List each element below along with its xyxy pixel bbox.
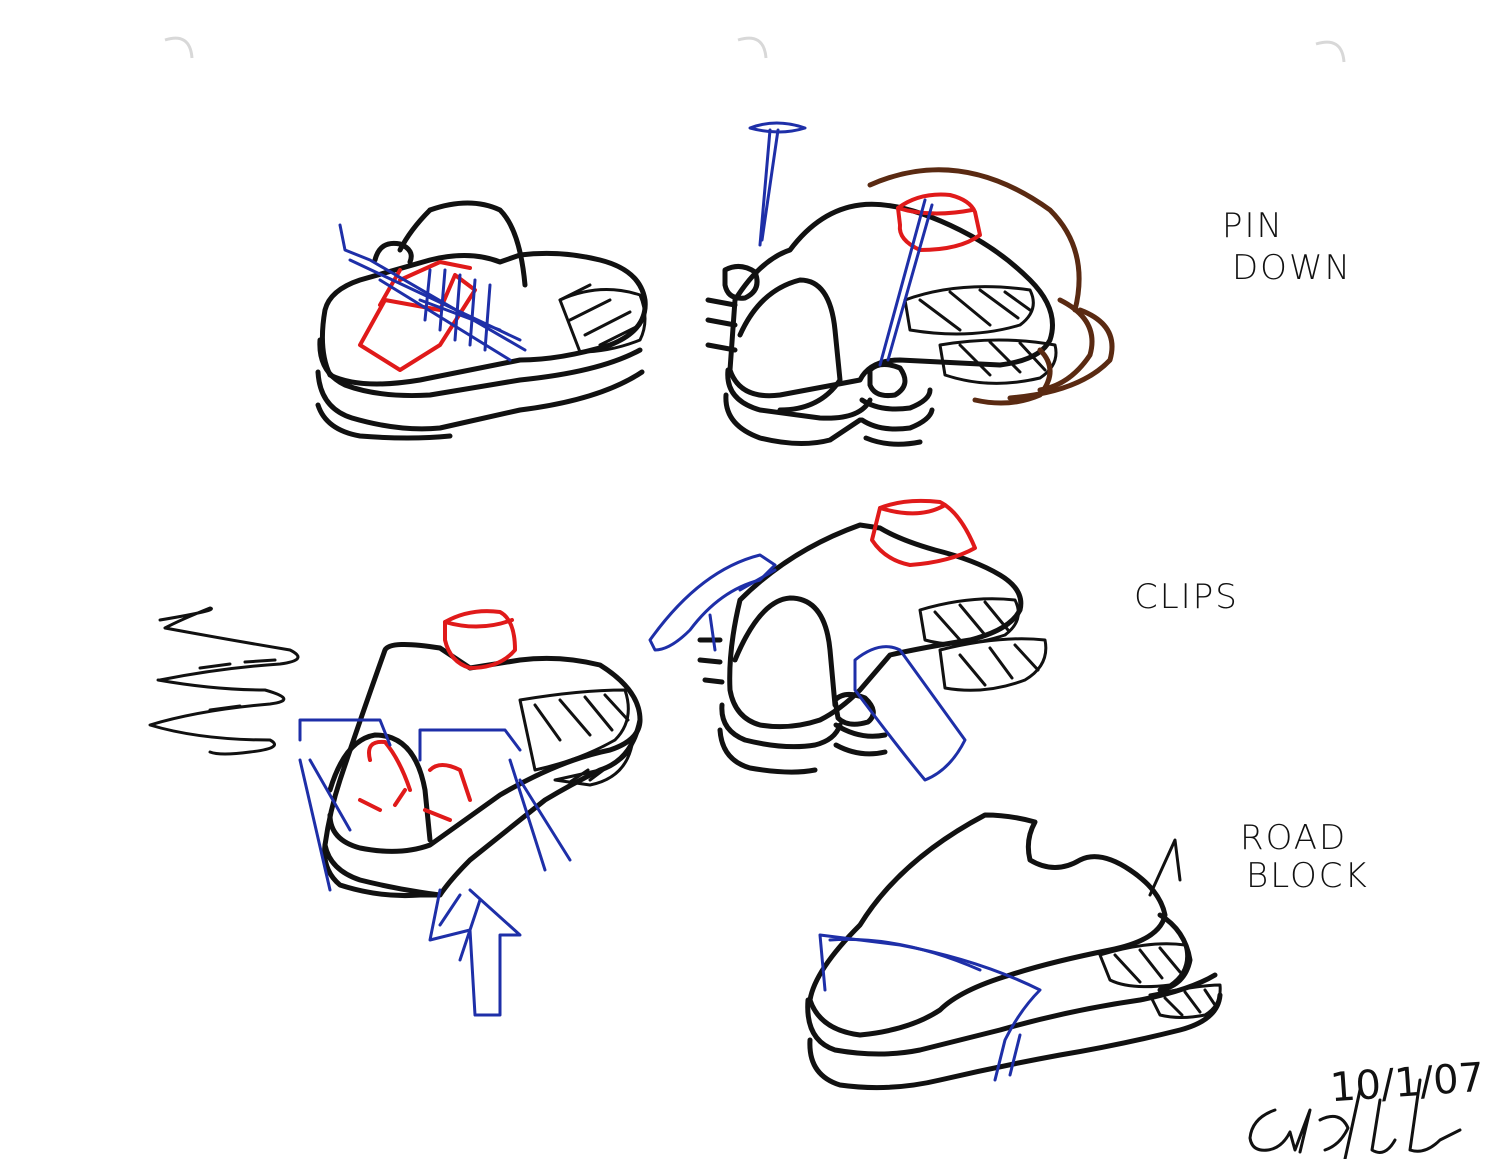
binder-hole-center [737, 36, 768, 59]
signature-scribble [1248, 1078, 1462, 1159]
label-road-block-line1: ROAD [1240, 818, 1348, 858]
label-pin-down-line1: PIN [1222, 206, 1284, 246]
sketch-road-block [805, 812, 1223, 1091]
sketch-pin-down-left [315, 200, 648, 441]
binder-hole-right [1315, 40, 1346, 63]
binder-hole-left [164, 36, 194, 59]
label-road-block-line2: BLOCK [1246, 856, 1369, 896]
sketch-clips-left [148, 606, 643, 1017]
label-clips: CLIPS [1134, 577, 1239, 617]
sketch-pin-down-right [705, 121, 1115, 447]
sketch-clips-right [648, 498, 1048, 782]
label-pin-down-line2: DOWN [1232, 248, 1352, 288]
